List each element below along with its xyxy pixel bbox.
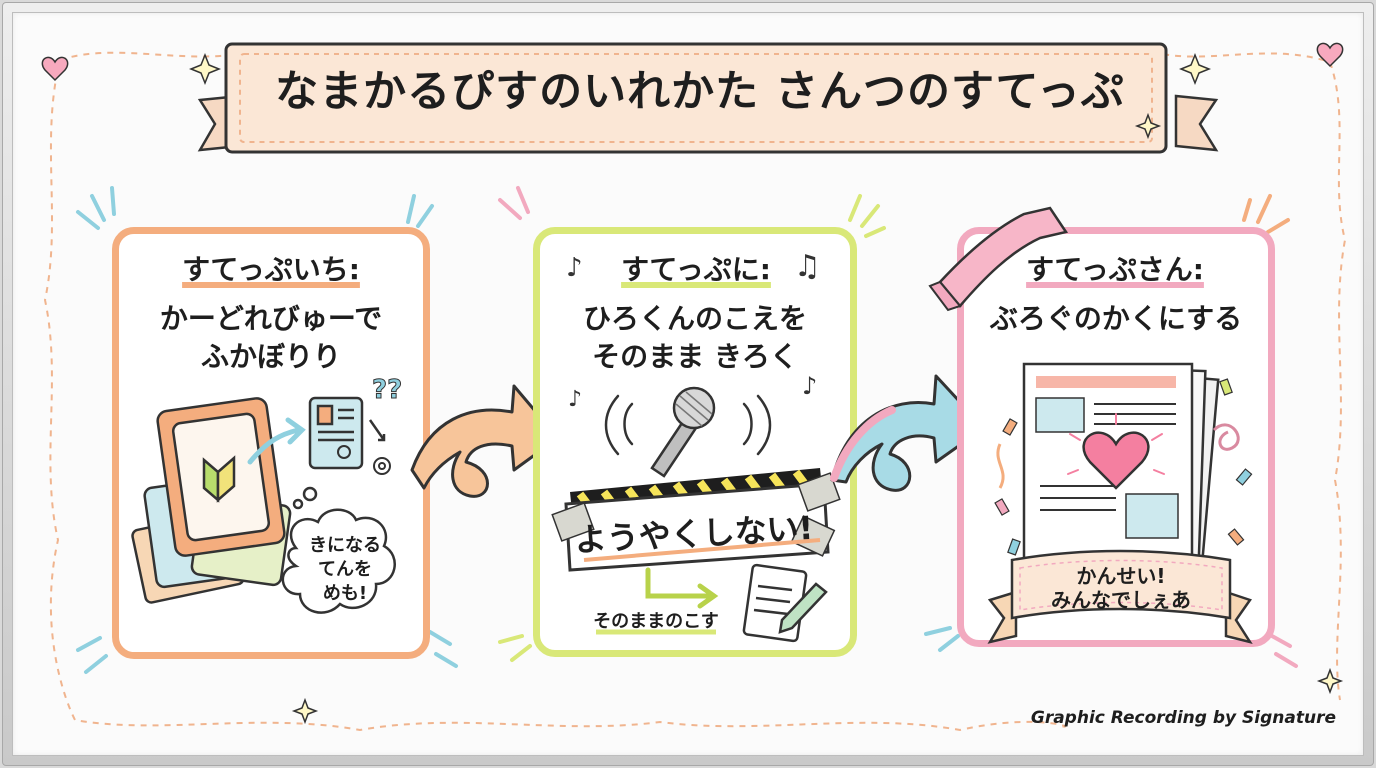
step-two-description-line-2: そのまま きろく [592,340,798,373]
microphone-icon [650,386,716,478]
dashed-border [43,47,1347,732]
step-two-note: そのままのこす [593,611,719,632]
page-title: なまかるぴすのいれかた さんつのすてっぷ [275,67,1125,117]
step-two-label: すてっぷに: [621,253,771,286]
music-note-icon: ♪ ♫ ♪ ♪ [566,249,821,412]
svg-text:♪: ♪ [566,253,583,283]
heart-icon [1082,431,1150,490]
thought-cloud-icon [281,486,396,614]
banner-tape [551,468,841,572]
step-one-description-line-1: かーどれびゅーで [159,302,383,335]
card-deck-icon [131,397,292,604]
signature: Graphic Recording by Signature [1030,708,1336,728]
step-three-ribbon-line-2: みんなでしぇあ [1051,588,1191,612]
step-three-description-line-1: ぶろぐのかくにする [989,302,1243,335]
arrow-icon [410,384,560,498]
question-mark-icon: ?? [372,375,402,405]
pen-icon [778,582,828,634]
step-one-note-line-3: めも! [322,583,368,604]
step-two-description-line-1: ひろくんのこえを [582,302,807,335]
step-one-description-line-2: ふかぼりり [200,340,341,373]
heart-icon [41,56,69,82]
step-one-note-line-1: きになる [309,535,381,556]
step-three-label: すてっぷさん: [1026,253,1204,286]
step-one-note-line-2: てんを [318,559,372,580]
gear-icon [337,445,391,475]
step-three-ribbon-line-1: かんせい! [1076,564,1166,588]
svg-text:♫: ♫ [794,249,821,284]
title-banner [197,42,1219,154]
arrow-icon [830,374,986,492]
confetti-icon [994,378,1253,556]
heart-icon [1316,42,1344,68]
step-one-label: すてっぷいち: [182,253,360,286]
arrow-icon [645,567,719,609]
svg-text:♪: ♪ [568,387,582,412]
svg-text:♪: ♪ [802,372,817,400]
arrow-icon [247,417,306,465]
completion-ribbon [987,549,1253,644]
